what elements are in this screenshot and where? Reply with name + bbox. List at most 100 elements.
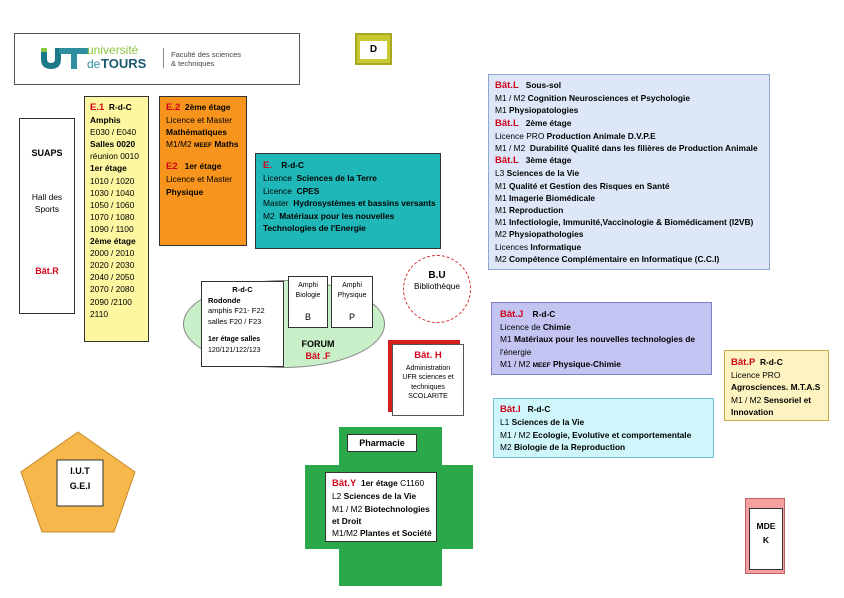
e-header: E. R-d-C <box>263 160 305 171</box>
iut-label: I.U.T G.E.I <box>57 464 103 494</box>
building-i: Bât.I R-d-C L1 Sciences de la Vie M1 / M… <box>493 398 714 458</box>
rodonde-rooms: 120/121/122/123 <box>208 346 261 354</box>
building-d: D <box>355 33 392 65</box>
suaps-bat: Bât.R <box>35 266 59 276</box>
e2-header2: E2 1er étage <box>166 161 222 173</box>
logo-name-bottom: TOURS <box>101 56 147 71</box>
building-bu: B.U Bibliothèque <box>403 255 471 323</box>
building-mde: MDE K <box>749 508 783 570</box>
e1-room: 1010 / 1020 <box>90 175 135 186</box>
l-c1: L3 Sciences de la Vie <box>495 168 580 179</box>
j-r3: l'énergie <box>500 346 532 357</box>
y-r2: M1 / M2 Biotechnologies <box>332 503 430 514</box>
i-r3: M2 Biologie de la Reproduction <box>500 441 626 452</box>
e2-l2: Licence et Master <box>166 174 233 185</box>
l-c2: M1 Qualité et Gestion des Risques en San… <box>495 180 670 191</box>
building-e: E. R-d-C Licence Sciences de la Terre Li… <box>255 153 441 249</box>
rodonde-title: Rodonde <box>208 295 241 305</box>
e1-room: 2020 / 2030 <box>90 260 135 271</box>
building-p: Bât.P R-d-C Licence PRO Agrosciences. M.… <box>724 350 829 421</box>
p-r2: Agrosciences. M.T.A.S <box>731 382 821 393</box>
bat-h-l4: SCOLARITE <box>408 393 448 400</box>
e1-reunion: réunion 0010 <box>90 151 139 162</box>
amphi-p-letter: P <box>348 312 355 322</box>
i-header: Bât.I R-d-C <box>500 404 551 415</box>
rodonde-etage: 1er étage salles <box>208 336 261 343</box>
logo-faculty-line2: & techniques <box>171 59 215 68</box>
e1-room: 1030 / 1040 <box>90 187 135 198</box>
e1-room: 1090 / 1100 <box>90 223 134 234</box>
amphi-p-l2: Physique <box>337 292 367 299</box>
building-d-label: D <box>360 41 387 59</box>
building-l: Bât.L Sous-sol M1 / M2 Cognition Neurosc… <box>488 74 770 270</box>
amphi-physique: Amphi Physique P <box>331 276 373 328</box>
e1-etage1: 1er étage <box>90 163 127 174</box>
j-r2: M1 Matériaux pour les nouvelles technolo… <box>500 334 696 345</box>
bu-sub: Bibliothèque <box>413 281 461 291</box>
suaps-box: SUAPS Hall des Sports Bât.R <box>19 118 75 314</box>
bat-h-l2: UFR sciences et <box>402 374 454 381</box>
l-b2: M1 / M2 Durabilité Qualité dans les fili… <box>495 143 758 154</box>
amphi-b-letter: B <box>304 312 311 322</box>
rodonde-salles: salles F20 / F23 <box>208 316 262 326</box>
iut-l1: I.U.T <box>70 466 90 476</box>
building-e2: E.2 2ème étage Licence et Master Mathéma… <box>159 96 247 246</box>
y-r4: M1/M2 Plantes et Société <box>332 528 432 539</box>
bat-h-title: Bât. H <box>414 350 442 361</box>
e2-l1: Licence et Master <box>166 115 233 126</box>
l-c5: M1 Infectiologie, Immunité,Vaccinologie … <box>495 217 754 228</box>
p-r3: M1 / M2 Sensoriel et <box>731 394 812 405</box>
j-r1: Licence de Chimie <box>500 322 571 333</box>
e1-etage2: 2ème étage <box>90 236 136 247</box>
l-header1: Bât.L Sous-sol <box>495 80 562 91</box>
amphi-biologie: Amphi Biologie B <box>288 276 328 328</box>
ut-logo-icon <box>41 48 89 69</box>
university-logo-box: université de TOURS Faculté des sciences… <box>14 33 300 85</box>
iut-l2: G.E.I <box>69 481 91 491</box>
pharmacie-label: Pharmacie <box>347 434 417 452</box>
e1-header: E.1 R-d-C <box>90 102 132 113</box>
rodonde-level: R-d-C <box>232 285 253 294</box>
l-header3: Bât.L 3ème étage <box>495 155 572 167</box>
amphi-p-l1: Amphi <box>342 282 362 289</box>
e1-room: 2040 / 2050 <box>90 272 135 283</box>
y-r1: L2 Sciences de la Vie <box>332 491 417 502</box>
mde-l1: MDE <box>756 521 776 531</box>
forum-bat: Bât .F <box>305 351 331 361</box>
e-row4: M2 Matériaux pour les nouvelles <box>263 210 395 221</box>
building-y: Bât.Y 1er étage C1160 L2 Sciences de la … <box>325 472 437 542</box>
l-a2: M1 Physiopatologies <box>495 105 579 116</box>
l-c6: M2 Physiopathologies <box>495 229 584 240</box>
rodonde-amphis: amphis F21- F22 <box>208 306 265 315</box>
i-r1: L1 Sciences de la Vie <box>500 417 585 428</box>
y-header: Bât.Y 1er étage C1160 <box>332 478 425 489</box>
bat-h-l1: Administration <box>405 364 451 372</box>
building-h: Bât. H Administration UFR sciences et te… <box>392 344 464 416</box>
bu-title: B.U <box>428 270 446 281</box>
building-e1: E.1 R-d-C Amphis E030 / E040 Salles 0020… <box>84 96 149 342</box>
e2-header1: E.2 2ème étage <box>166 102 231 113</box>
y-r3: et Droit <box>332 515 362 526</box>
iut-pentagon <box>20 431 136 533</box>
e1-room: 2110 <box>90 308 109 319</box>
j-header: Bât.J R-d-C <box>500 309 556 320</box>
e1-room: 2070 / 2080 <box>90 284 135 295</box>
e-row5: Technologies de l'Energie <box>263 223 366 234</box>
l-c7: Licences Informatique <box>495 241 582 252</box>
e1-salles: Salles 0020 <box>90 139 136 150</box>
e2-l2b: Physique <box>166 186 204 197</box>
l-c3: M1 Imagerie Biomédicale <box>495 192 596 203</box>
suaps-line2: Sports <box>34 204 60 214</box>
amphi-b-l2: Biologie <box>295 292 321 299</box>
e1-room: 1050 / 1060 <box>90 199 135 210</box>
logo-name-de: de <box>87 57 101 71</box>
i-r2: M1 / M2 Ecologie, Evolutive et comportem… <box>500 429 692 440</box>
e1-room: 2000 / 2010 <box>90 248 135 259</box>
e2-l1b: Mathématiques <box>166 127 227 138</box>
p-header: Bât.P R-d-C <box>731 357 783 368</box>
e-row3: Master Hydrosystèmes et bassins versants <box>263 198 436 209</box>
suaps-line1: Hall des <box>31 192 63 202</box>
e1-room: 2090 /2100 <box>90 296 132 307</box>
suaps-title: SUAPS <box>31 148 63 158</box>
l-b1: Licence PRO Production Animale D.V.P.E <box>495 130 656 141</box>
